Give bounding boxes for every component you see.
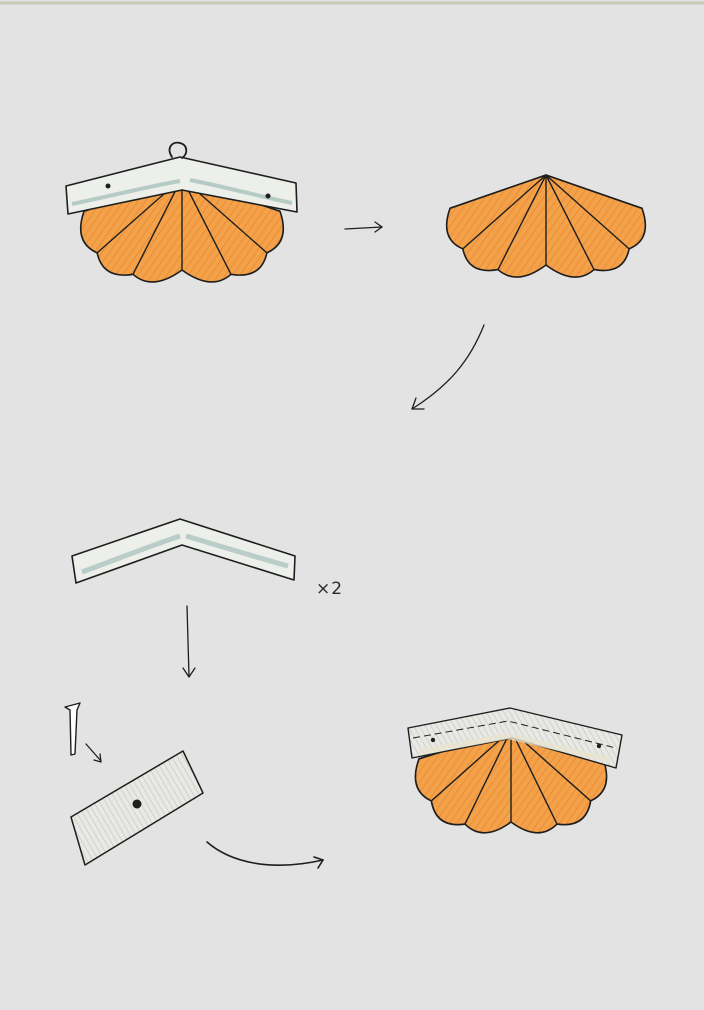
quantity-label: ×2 [316, 579, 343, 599]
rail-hole-left [106, 184, 111, 189]
hook-icon [170, 143, 187, 158]
rail-hole-right [266, 194, 271, 199]
rail-end-with-hole [71, 751, 203, 865]
rail-piece [72, 519, 295, 583]
arrow-icon [345, 222, 382, 232]
shell-without-rail [447, 175, 646, 277]
arrow-icon [207, 842, 323, 868]
rail-hole-left [431, 738, 435, 742]
nail-icon [65, 703, 80, 755]
rail-hole-right [597, 744, 601, 748]
nail-hole [133, 800, 142, 809]
arrow-icon [412, 325, 484, 409]
arrow-icon [86, 744, 101, 762]
arrow-icon [183, 606, 195, 677]
